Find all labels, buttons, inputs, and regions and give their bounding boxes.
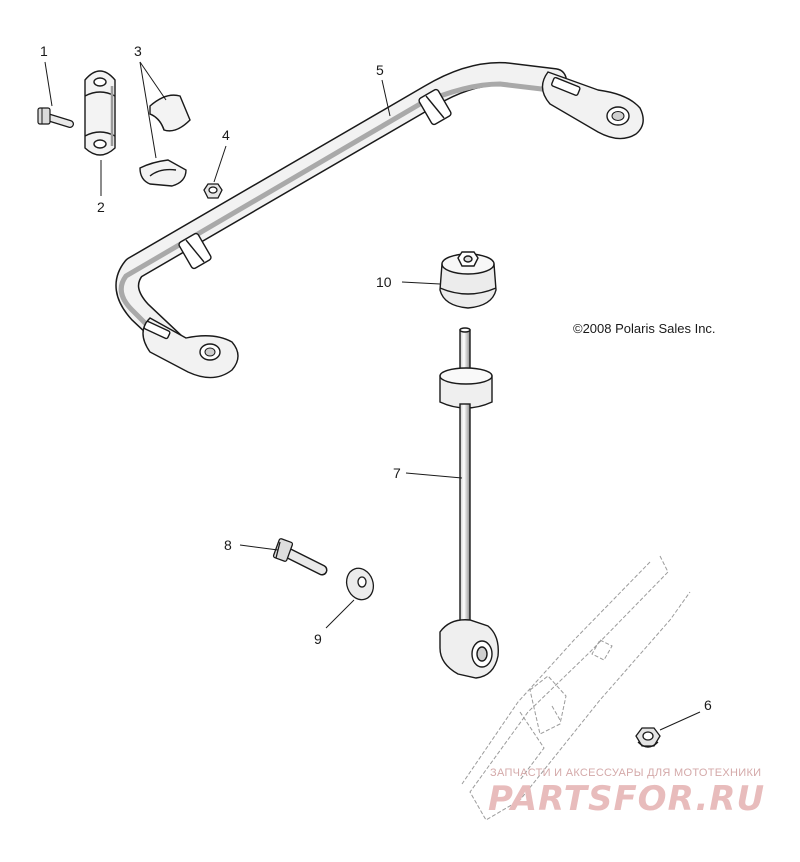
copyright-notice: ©2008 Polaris Sales Inc. [573, 321, 716, 336]
leader-8 [239, 544, 279, 551]
bar-end-right [541, 71, 644, 140]
callout-4: 4 [222, 127, 230, 143]
bushing-halves-part-3 [139, 94, 191, 187]
leader-7 [405, 472, 463, 479]
leader-3b [139, 61, 157, 159]
bar-bushing-left [178, 232, 212, 270]
watermark-caption: ЗАПЧАСТИ И АКСЕССУАРЫ ДЛЯ МОТОТЕХНИКИ [490, 767, 762, 779]
callout-6: 6 [704, 697, 712, 713]
leader-5 [381, 79, 391, 117]
sway-link-part-7 [439, 327, 499, 679]
bolt-part-8 [272, 538, 328, 576]
callout-9: 9 [314, 631, 322, 647]
callout-3: 3 [134, 43, 142, 59]
bar-end-left [142, 317, 239, 379]
frame-outline [461, 555, 691, 821]
washer-part-9 [345, 567, 375, 601]
watermark-logo: PARTSFOR.RU [488, 779, 766, 819]
leader-lines [44, 61, 701, 731]
leader-3a [139, 61, 167, 101]
nut-part-4 [203, 183, 223, 199]
callout-2: 2 [97, 199, 105, 215]
leader-9 [325, 599, 355, 629]
callout-8: 8 [224, 537, 232, 553]
callout-10: 10 [376, 274, 392, 290]
stabilizer-bar [115, 61, 644, 379]
clamp-strap-part-2 [84, 70, 116, 156]
leader-6 [659, 711, 701, 731]
nut-part-6 [635, 727, 661, 748]
callout-5: 5 [376, 62, 384, 78]
bushing-part-10 [439, 251, 497, 309]
leader-1 [44, 61, 53, 107]
callout-7: 7 [393, 465, 401, 481]
bar-bushing-right [418, 88, 452, 126]
bolt-part-1 [37, 107, 74, 128]
callout-1: 1 [40, 43, 48, 59]
leader-4 [213, 145, 227, 183]
leader-10 [401, 281, 441, 285]
